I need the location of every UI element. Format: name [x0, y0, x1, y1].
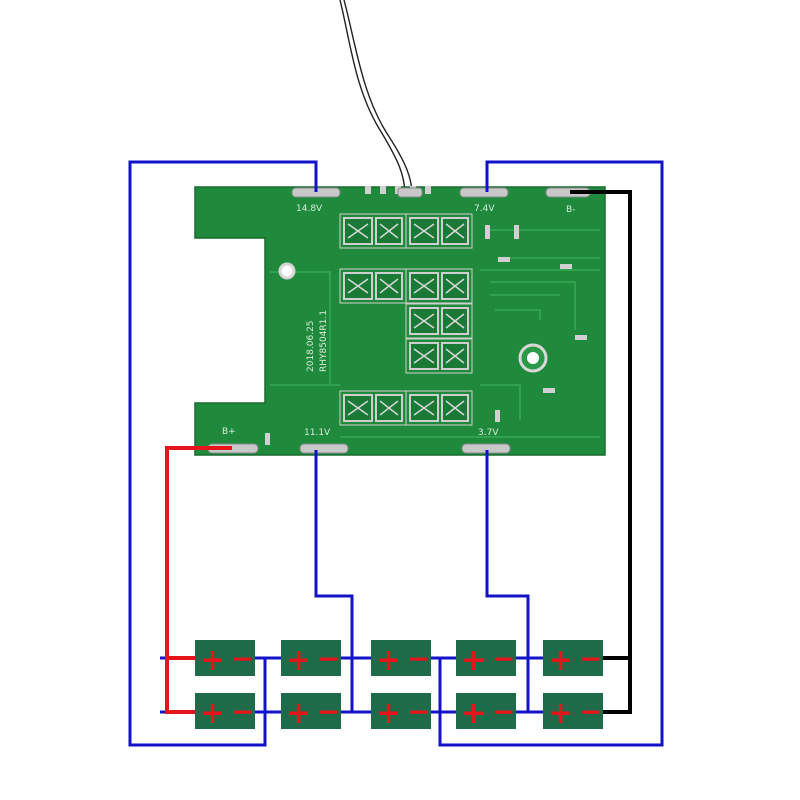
pad-7-4v [459, 187, 509, 198]
cell-plus-symbol: + [376, 696, 401, 731]
mosfet-2 [405, 213, 473, 249]
cell-plus-symbol: + [286, 696, 311, 731]
pcb-pads [207, 187, 591, 454]
battery-cell-r1-c4: +− [456, 640, 516, 678]
battery-cell-r1-c1: +− [195, 640, 255, 678]
cell-minus-symbol: − [492, 642, 515, 675]
cell-plus-symbol: + [461, 643, 486, 678]
cell-plus-symbol: + [200, 643, 225, 678]
battery-cells: +−+−+−+−+−+−+−+−+−+− [195, 640, 603, 731]
sense-wire-a [339, 0, 406, 196]
cell-body [543, 640, 603, 676]
cell-minus-symbol: − [317, 695, 340, 728]
pcb-substrate [194, 186, 606, 456]
pad-11-1v [299, 443, 349, 454]
cell-plus-symbol: + [548, 696, 573, 731]
cell-plus-symbol: + [200, 696, 225, 731]
cell-minus-symbol: − [492, 695, 515, 728]
battery-cell-r1-c5: +− [543, 640, 603, 678]
cell-plus-symbol: + [461, 696, 486, 731]
mosfet-8 [405, 390, 473, 426]
battery-cell-r1-c2: +− [281, 640, 341, 678]
battery-cell-r2-c2: +− [281, 693, 341, 731]
cell-body [195, 693, 255, 729]
battery-cell-r2-c1: +− [195, 693, 255, 731]
mosfet-3 [339, 268, 407, 304]
wire-b-plus [165, 446, 232, 714]
cell-minus-symbol: − [579, 695, 602, 728]
label-b-plus: B+ [222, 427, 236, 437]
wire-11-1v [314, 450, 354, 712]
pcb-traces [270, 229, 600, 438]
cell-body [281, 640, 341, 676]
wire-3-7v [485, 450, 530, 712]
label-11-1v: 11.1V [304, 428, 331, 438]
cell-body [543, 693, 603, 729]
battery-cell-r2-c3: +− [371, 693, 431, 731]
label-7-4v: 7.4V [474, 204, 495, 214]
cell-body [456, 693, 516, 729]
battery-cell-r1-c3: +− [371, 640, 431, 678]
label-14-8v: 14.8V [296, 204, 323, 214]
mosfet-7 [339, 390, 407, 426]
cell-body [371, 693, 431, 729]
sense-wire-b [343, 0, 413, 196]
wire-14-8v [128, 160, 318, 747]
cell-body [281, 693, 341, 729]
cell-body [371, 640, 431, 676]
wire-b-minus [570, 190, 632, 714]
mosfet-group [339, 213, 473, 426]
cell-minus-symbol: − [407, 642, 430, 675]
cell-body [456, 640, 516, 676]
wire-7-4v [438, 160, 664, 747]
cell-minus-symbol: − [231, 695, 254, 728]
cell-minus-symbol: − [231, 642, 254, 675]
silk-date: 2018.06.25 [306, 320, 316, 372]
label-b-minus: B- [566, 205, 575, 215]
mounting-hole-left [278, 262, 296, 280]
cell-minus-symbol: − [407, 695, 430, 728]
mosfet-5 [405, 303, 473, 339]
cell-body [195, 640, 255, 676]
battery-cell-r2-c5: +− [543, 693, 603, 731]
label-3-7v: 3.7V [478, 428, 499, 438]
cell-plus-symbol: + [376, 643, 401, 678]
battery-cell-r2-c4: +− [456, 693, 516, 731]
mosfet-1 [339, 213, 407, 249]
mounting-hole-right-inner [527, 352, 539, 364]
cell-minus-symbol: − [579, 642, 602, 675]
pad-connector-top [397, 187, 423, 198]
mosfet-6 [405, 338, 473, 374]
cell-plus-symbol: + [548, 643, 573, 678]
cell-minus-symbol: − [317, 642, 340, 675]
silk-model: RHY8504R1.1 [319, 310, 329, 372]
pcb-board: 2018.06.25 RHY8504R1.1 [194, 186, 606, 456]
pad-labels: 14.8V 7.4V B- B+ 11.1V 3.7V [222, 204, 575, 438]
mosfet-4 [405, 268, 473, 304]
cell-plus-symbol: + [286, 643, 311, 678]
